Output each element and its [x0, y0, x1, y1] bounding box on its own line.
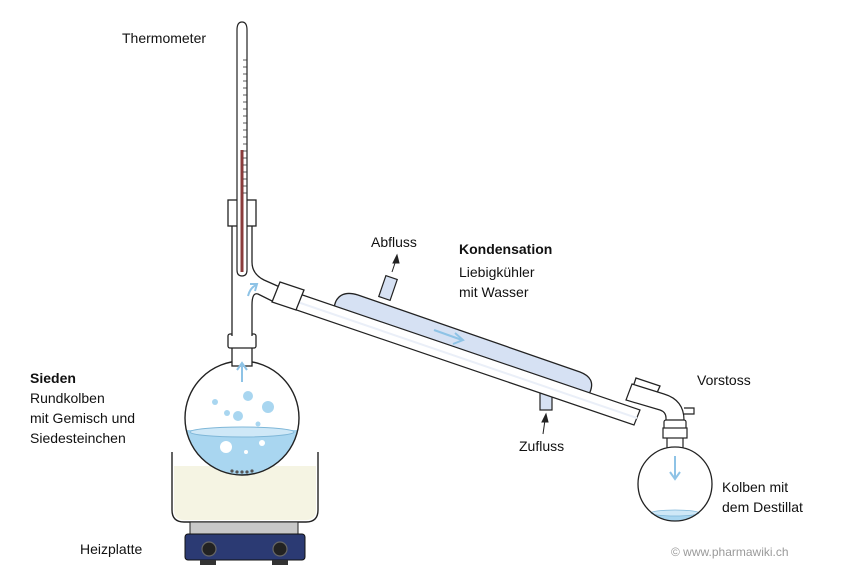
boiling-title: Sieden — [30, 370, 76, 386]
heating-plate — [184, 521, 306, 565]
boiling-line1: Rundkolben — [30, 390, 105, 406]
boiling-line3: Siedesteinchen — [30, 430, 126, 446]
condensation-line1: Liebigkühler — [459, 264, 535, 280]
adapter — [625, 383, 695, 435]
inflow-pointer — [541, 412, 549, 435]
bubbles-in-liquid — [220, 440, 265, 454]
receiver-line1: Kolben mit — [722, 479, 789, 495]
thermometer — [236, 21, 248, 277]
heating-plate-label: Heizplatte — [80, 541, 143, 557]
adapter-label: Vorstoss — [697, 372, 751, 388]
boiling-line2: mit Gemisch und — [30, 410, 136, 426]
condensation-title: Kondensation — [459, 241, 553, 257]
vapor-arrow-up — [236, 361, 248, 382]
bubbles — [212, 391, 274, 427]
inflow-label: Zufluss — [519, 438, 565, 454]
receiver-line2: dem Destillat — [722, 499, 803, 515]
thermometer-label: Thermometer — [122, 30, 207, 46]
distillation-head — [227, 199, 283, 336]
copyright-notice: © www.pharmawiki.ch — [671, 545, 789, 559]
outflow-pointer — [391, 253, 400, 273]
receiving-flask — [637, 427, 713, 522]
condensation-line2: mit Wasser — [459, 284, 529, 300]
boiling-stones — [230, 469, 254, 474]
outflow-label: Abfluss — [371, 234, 417, 250]
